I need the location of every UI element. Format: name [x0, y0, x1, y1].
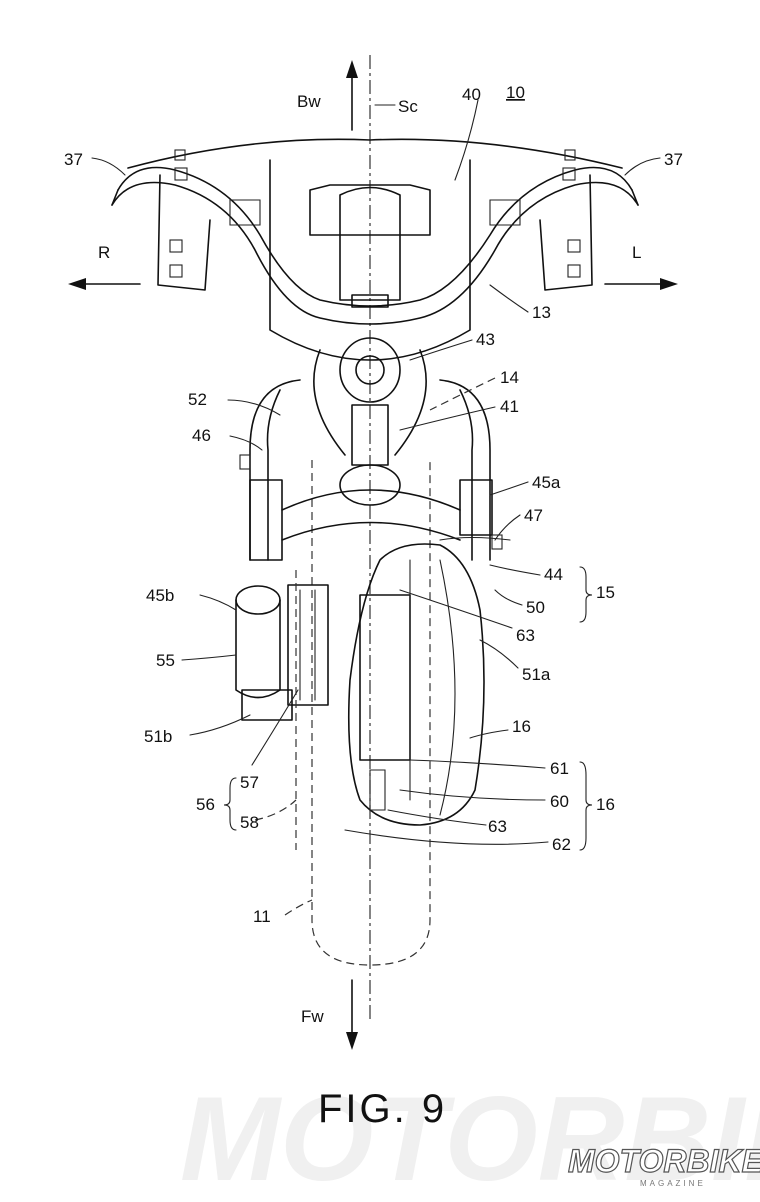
- headlight-unit: [349, 544, 484, 825]
- label-13: 13: [532, 303, 551, 322]
- label-51b: 51b: [144, 727, 172, 746]
- forward-arrow: [346, 980, 358, 1050]
- label-62: 62: [552, 835, 571, 854]
- label-43: 43: [476, 330, 495, 349]
- label-15: 15: [596, 583, 615, 602]
- label-40: 40: [462, 85, 481, 104]
- label-45a: 45a: [532, 473, 561, 492]
- label-50: 50: [526, 598, 545, 617]
- watermark-sub: MAGAZINE: [640, 1179, 706, 1188]
- label-51a: 51a: [522, 665, 551, 684]
- label-47: 47: [524, 506, 543, 525]
- right-arrow: [68, 278, 140, 290]
- label-60: 60: [550, 792, 569, 811]
- label-55: 55: [156, 651, 175, 670]
- backward-arrow: [346, 60, 358, 130]
- brake-caliper: [236, 585, 328, 720]
- label-16-arrow: 16: [512, 717, 531, 736]
- watermark-brand: MOTORBIKE: [568, 1143, 760, 1179]
- label-46: 46: [192, 426, 211, 445]
- figure-caption: FIG. 9: [318, 1087, 447, 1131]
- label-16-brace: 16: [596, 795, 615, 814]
- upper-cowl: [128, 139, 622, 290]
- front-wheel: [312, 460, 430, 965]
- label-63-bottom: 63: [488, 817, 507, 836]
- label-45b: 45b: [146, 586, 174, 605]
- label-61: 61: [550, 759, 569, 778]
- left-arrow: [605, 278, 678, 290]
- label-r: R: [98, 243, 110, 262]
- label-bw: Bw: [297, 92, 321, 111]
- label-11: 11: [253, 907, 271, 926]
- label-l: L: [632, 243, 641, 262]
- label-56: 56: [196, 795, 215, 814]
- label-14: 14: [500, 368, 519, 387]
- label-52: 52: [188, 390, 207, 409]
- label-fw: Fw: [301, 1007, 324, 1026]
- label-sc: Sc: [398, 97, 418, 116]
- label-44: 44: [544, 565, 563, 584]
- label-63-top: 63: [516, 626, 535, 645]
- label-37-left: 37: [64, 150, 83, 169]
- label-41: 41: [500, 397, 519, 416]
- label-58: 58: [240, 813, 259, 832]
- label-57: 57: [240, 773, 259, 792]
- label-37-right: 37: [664, 150, 683, 169]
- front-fork: [240, 380, 502, 560]
- label-10: 10: [506, 83, 525, 102]
- leader-lines: [92, 100, 660, 915]
